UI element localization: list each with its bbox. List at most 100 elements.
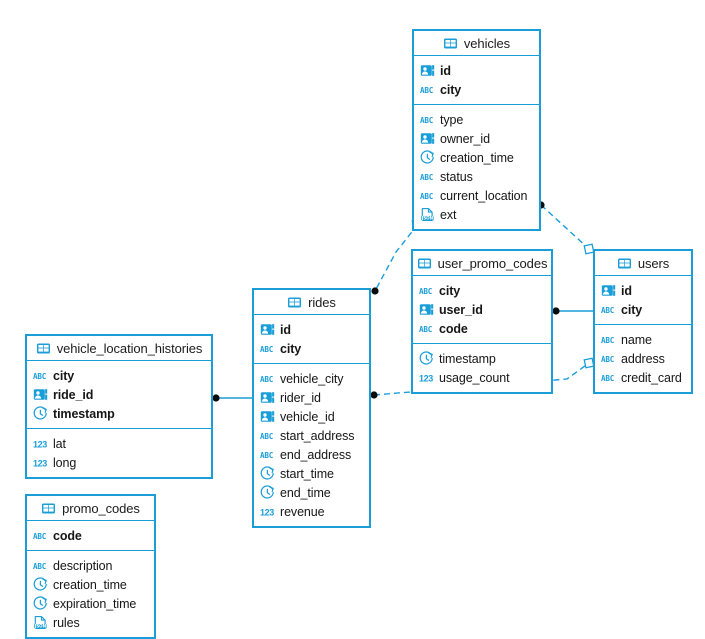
table-grid-icon xyxy=(617,256,632,271)
column-name: timestamp xyxy=(53,406,115,421)
abc-string-icon: ABC xyxy=(420,169,435,184)
svg-text:ABC: ABC xyxy=(420,192,434,201)
column-row[interactable]: 123 usage_count xyxy=(413,368,551,387)
column-name: code xyxy=(439,321,468,336)
svg-text:123: 123 xyxy=(33,439,47,449)
abc-string-icon: ABC xyxy=(601,332,616,347)
table-header[interactable]: user_promo_codes xyxy=(413,251,551,276)
column-row[interactable]: id xyxy=(414,61,539,80)
column-row[interactable]: user_id xyxy=(413,300,551,319)
123-number-icon: 123 xyxy=(419,370,434,385)
table-header[interactable]: users xyxy=(595,251,691,276)
column-name: current_location xyxy=(440,188,528,203)
abc-string-icon: ABC xyxy=(419,283,434,298)
id-key-icon xyxy=(260,390,275,405)
column-name: address xyxy=(621,351,665,366)
table-name: vehicle_location_histories xyxy=(56,340,203,356)
edge-endpoint-dot xyxy=(370,391,378,399)
abc-string-icon: ABC xyxy=(601,351,616,366)
column-row[interactable]: ABC start_address xyxy=(254,426,369,445)
svg-text:ABC: ABC xyxy=(601,306,615,315)
svg-text:ABC: ABC xyxy=(260,345,274,354)
column-name: timestamp xyxy=(439,351,496,366)
column-row[interactable]: vehicle_id xyxy=(254,407,369,426)
column-name: owner_id xyxy=(440,131,490,146)
column-name: credit_card xyxy=(621,370,682,385)
column-name: id xyxy=(621,283,632,298)
table-name: promo_codes xyxy=(62,500,140,516)
abc-string-icon: ABC xyxy=(601,302,616,317)
json-document-icon: JSON xyxy=(420,207,435,222)
column-row[interactable]: creation_time xyxy=(27,575,154,594)
column-name: city xyxy=(439,283,461,298)
column-row[interactable]: rider_id xyxy=(254,388,369,407)
id-key-icon xyxy=(419,302,434,317)
column-row[interactable]: ABC name xyxy=(595,330,691,349)
id-key-icon xyxy=(260,322,275,337)
table-header[interactable]: vehicles xyxy=(414,31,539,56)
column-row[interactable]: ABC address xyxy=(595,349,691,368)
column-row[interactable]: ABC city xyxy=(413,281,551,300)
table-header[interactable]: promo_codes xyxy=(27,496,154,521)
column-name: long xyxy=(53,455,77,470)
column-name: name xyxy=(621,332,652,347)
svg-text:ABC: ABC xyxy=(420,116,434,125)
svg-text:ABC: ABC xyxy=(420,173,434,182)
table-name: rides xyxy=(308,294,336,310)
svg-text:ABC: ABC xyxy=(33,372,47,381)
column-row[interactable]: id xyxy=(254,320,369,339)
column-row[interactable]: expiration_time xyxy=(27,594,154,613)
svg-text:JSON: JSON xyxy=(421,216,434,221)
column-name: ext xyxy=(440,207,457,222)
table-header[interactable]: vehicle_location_histories xyxy=(27,336,211,361)
column-row[interactable]: timestamp xyxy=(413,349,551,368)
column-row[interactable]: start_time xyxy=(254,464,369,483)
column-row[interactable]: creation_time xyxy=(414,148,539,167)
column-row[interactable]: JSON ext xyxy=(414,205,539,224)
column-row[interactable]: ride_id xyxy=(27,385,211,404)
json-document-icon: JSON xyxy=(33,615,48,630)
column-row[interactable]: timestamp xyxy=(27,404,211,423)
column-row[interactable]: owner_id xyxy=(414,129,539,148)
column-name: end_time xyxy=(280,485,331,500)
table-header[interactable]: rides xyxy=(254,290,369,315)
column-name: id xyxy=(280,322,291,337)
abc-string-icon: ABC xyxy=(260,428,275,443)
column-name: start_address xyxy=(280,428,355,443)
column-name: usage_count xyxy=(439,370,510,385)
column-group: timestamp 123 usage_count xyxy=(413,343,551,392)
svg-text:ABC: ABC xyxy=(420,86,434,95)
abc-string-icon: ABC xyxy=(420,82,435,97)
column-row[interactable]: id xyxy=(595,281,691,300)
abc-string-icon: ABC xyxy=(260,341,275,356)
column-row[interactable]: ABC current_location xyxy=(414,186,539,205)
column-row[interactable]: end_time xyxy=(254,483,369,502)
